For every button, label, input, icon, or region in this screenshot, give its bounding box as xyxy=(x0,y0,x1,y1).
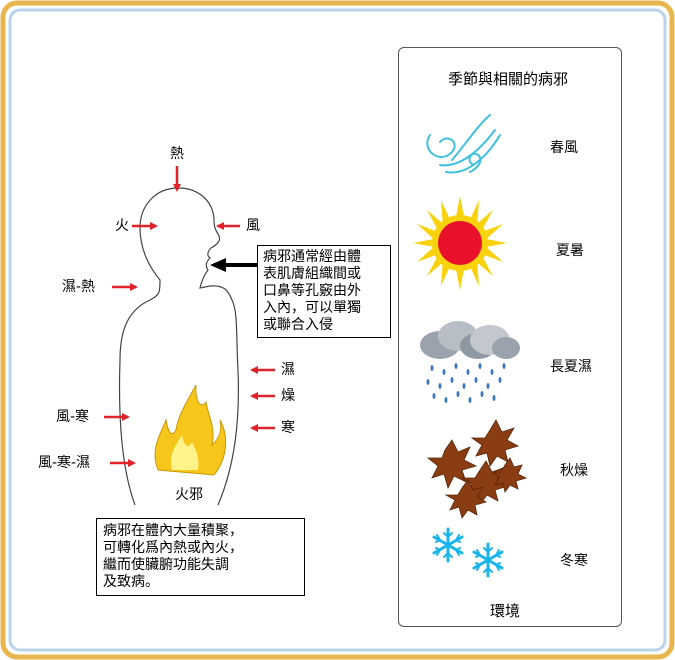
season-panel-footer: 環境 xyxy=(490,602,521,620)
label-damp: 濕 xyxy=(281,362,295,378)
sun-icon xyxy=(413,196,507,290)
season-label-autumn: 秋燥 xyxy=(560,463,588,479)
human-silhouette xyxy=(118,187,239,506)
entry-note-line: 入內，可以單獨 xyxy=(263,300,361,316)
accumulation-note-line: 及致病。 xyxy=(103,574,159,590)
label-wind: 風 xyxy=(246,218,260,234)
snowflake-icon xyxy=(432,527,504,578)
label-dry: 燥 xyxy=(281,388,295,404)
label-damp-heat: 濕-熱 xyxy=(62,279,96,295)
season-label-winter: 冬寒 xyxy=(560,553,588,569)
inner-fire-flame xyxy=(154,384,227,476)
entry-route-note: 病邪通常經由體 表肌膚組織間或 口鼻等孔竅由外 入內，可以單獨 或聯合入侵 xyxy=(257,245,391,338)
accumulation-note-line: 繼而使臟腑功能失調 xyxy=(103,557,229,573)
label-wind-cold: 風-寒 xyxy=(56,409,90,425)
label-heat: 熱 xyxy=(170,146,184,162)
entry-note-line: 表肌膚組織間或 xyxy=(263,266,361,282)
label-cold: 寒 xyxy=(281,420,295,436)
season-label-late-summer: 長夏濕 xyxy=(550,359,592,375)
rain-cloud-icon xyxy=(420,321,520,403)
label-fire: 火 xyxy=(115,218,129,234)
wind-swirl-icon xyxy=(426,114,501,174)
entry-note-line: 病邪通常經由體 xyxy=(263,249,361,265)
season-label-spring: 春風 xyxy=(550,140,578,156)
accumulation-note-line: 病邪在體內大量積聚， xyxy=(103,523,243,539)
dry-leaves-icon xyxy=(426,419,528,519)
season-panel-title: 季節與相關的病邪 xyxy=(448,70,569,88)
label-inner-fire: 火邪 xyxy=(175,487,203,503)
entry-note-line: 口鼻等孔竅由外 xyxy=(263,283,361,299)
accumulation-note: 病邪在體內大量積聚， 可轉化爲內熱或內火， 繼而使臟腑功能失調 及致病。 xyxy=(96,518,305,596)
accumulation-note-line: 可轉化爲內熱或內火， xyxy=(103,540,243,556)
label-wind-cold-damp: 風-寒-濕 xyxy=(38,455,91,471)
entry-note-line: 或聯合入侵 xyxy=(263,317,333,333)
season-label-summer: 夏暑 xyxy=(556,243,584,259)
